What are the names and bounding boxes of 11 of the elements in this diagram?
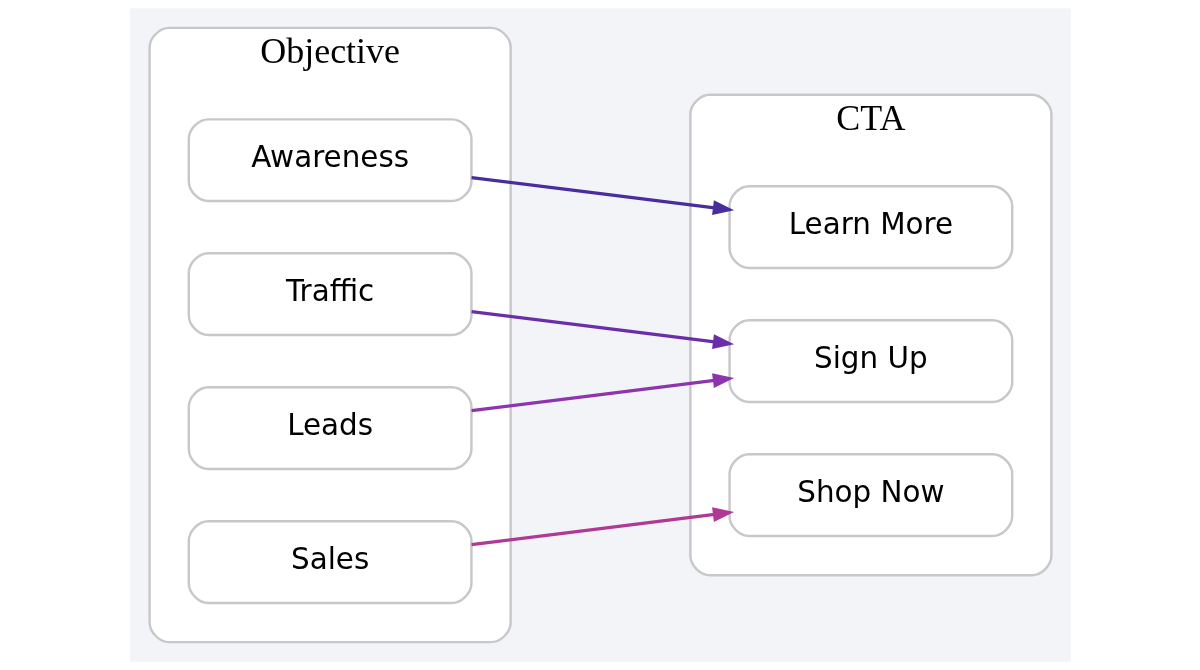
node-box: Shop Now [727,453,1013,538]
node-box: Sales [187,520,473,605]
node-box: Awareness [187,118,473,203]
node-box: Traffic [187,252,473,337]
node-box: Sign Up [727,319,1013,404]
arrow [470,373,734,413]
arrow [470,507,734,547]
arrow [470,176,734,216]
node-box: Leads [187,386,473,471]
arrow [470,309,734,350]
node-box: Learn More [727,185,1013,270]
